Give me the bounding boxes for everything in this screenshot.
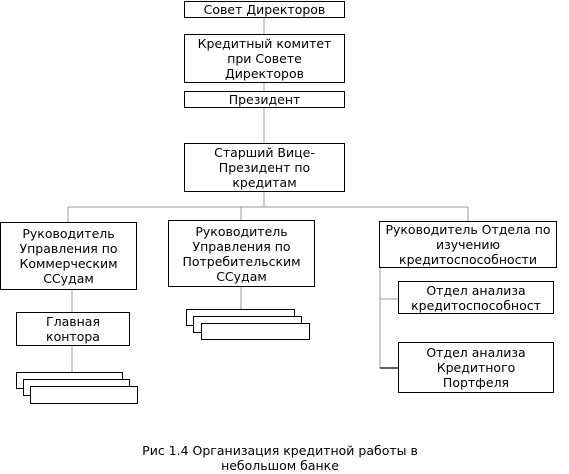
branch-office-box [30, 386, 138, 404]
senior-vp-label: Старший Вице- Президент по кредитам [214, 145, 315, 190]
commercial-loans-head-box: Руководитель Управления по Коммерческим … [0, 222, 137, 290]
consumer-loans-head-box: Руководитель Управления по Потребительск… [168, 220, 315, 287]
portfolio-dept-label: Отдел анализа Кредитного Портфеля [426, 345, 526, 390]
president-label: Президент [228, 92, 301, 107]
credit-committee-box: Кредитный комитет при Совете Директоров [184, 34, 345, 83]
creditworthiness-dept-box: Отдел анализа кредитоспособност и [398, 281, 554, 314]
consumer-unit-box [201, 323, 310, 340]
commercial-loans-head-label: Руководитель Управления по Коммерческим … [19, 226, 118, 286]
senior-vp-box: Старший Вице- Президент по кредитам [184, 143, 345, 192]
credit-committee-label: Кредитный комитет при Совете Директоров [197, 36, 332, 81]
board-of-directors-box: Совет Директоров [184, 1, 345, 18]
portfolio-dept-box: Отдел анализа Кредитного Портфеля [398, 342, 554, 393]
board-of-directors-label: Совет Директоров [203, 2, 326, 17]
main-office-box: Главная контора [16, 312, 130, 346]
figure-caption: Рис 1.4 Организация кредитной работы в н… [142, 443, 418, 473]
creditworthiness-dept-label: Отдел анализа кредитоспособност и [411, 283, 541, 313]
credit-analysis-head-box: Руководитель Отдела по изучению кредитос… [379, 221, 557, 268]
consumer-loans-head-label: Руководитель Управления по Потребительск… [182, 223, 301, 284]
president-box: Президент [184, 91, 345, 108]
main-office-label: Главная контора [46, 314, 100, 344]
credit-analysis-head-label: Руководитель Отдела по изучению кредитос… [385, 222, 551, 267]
